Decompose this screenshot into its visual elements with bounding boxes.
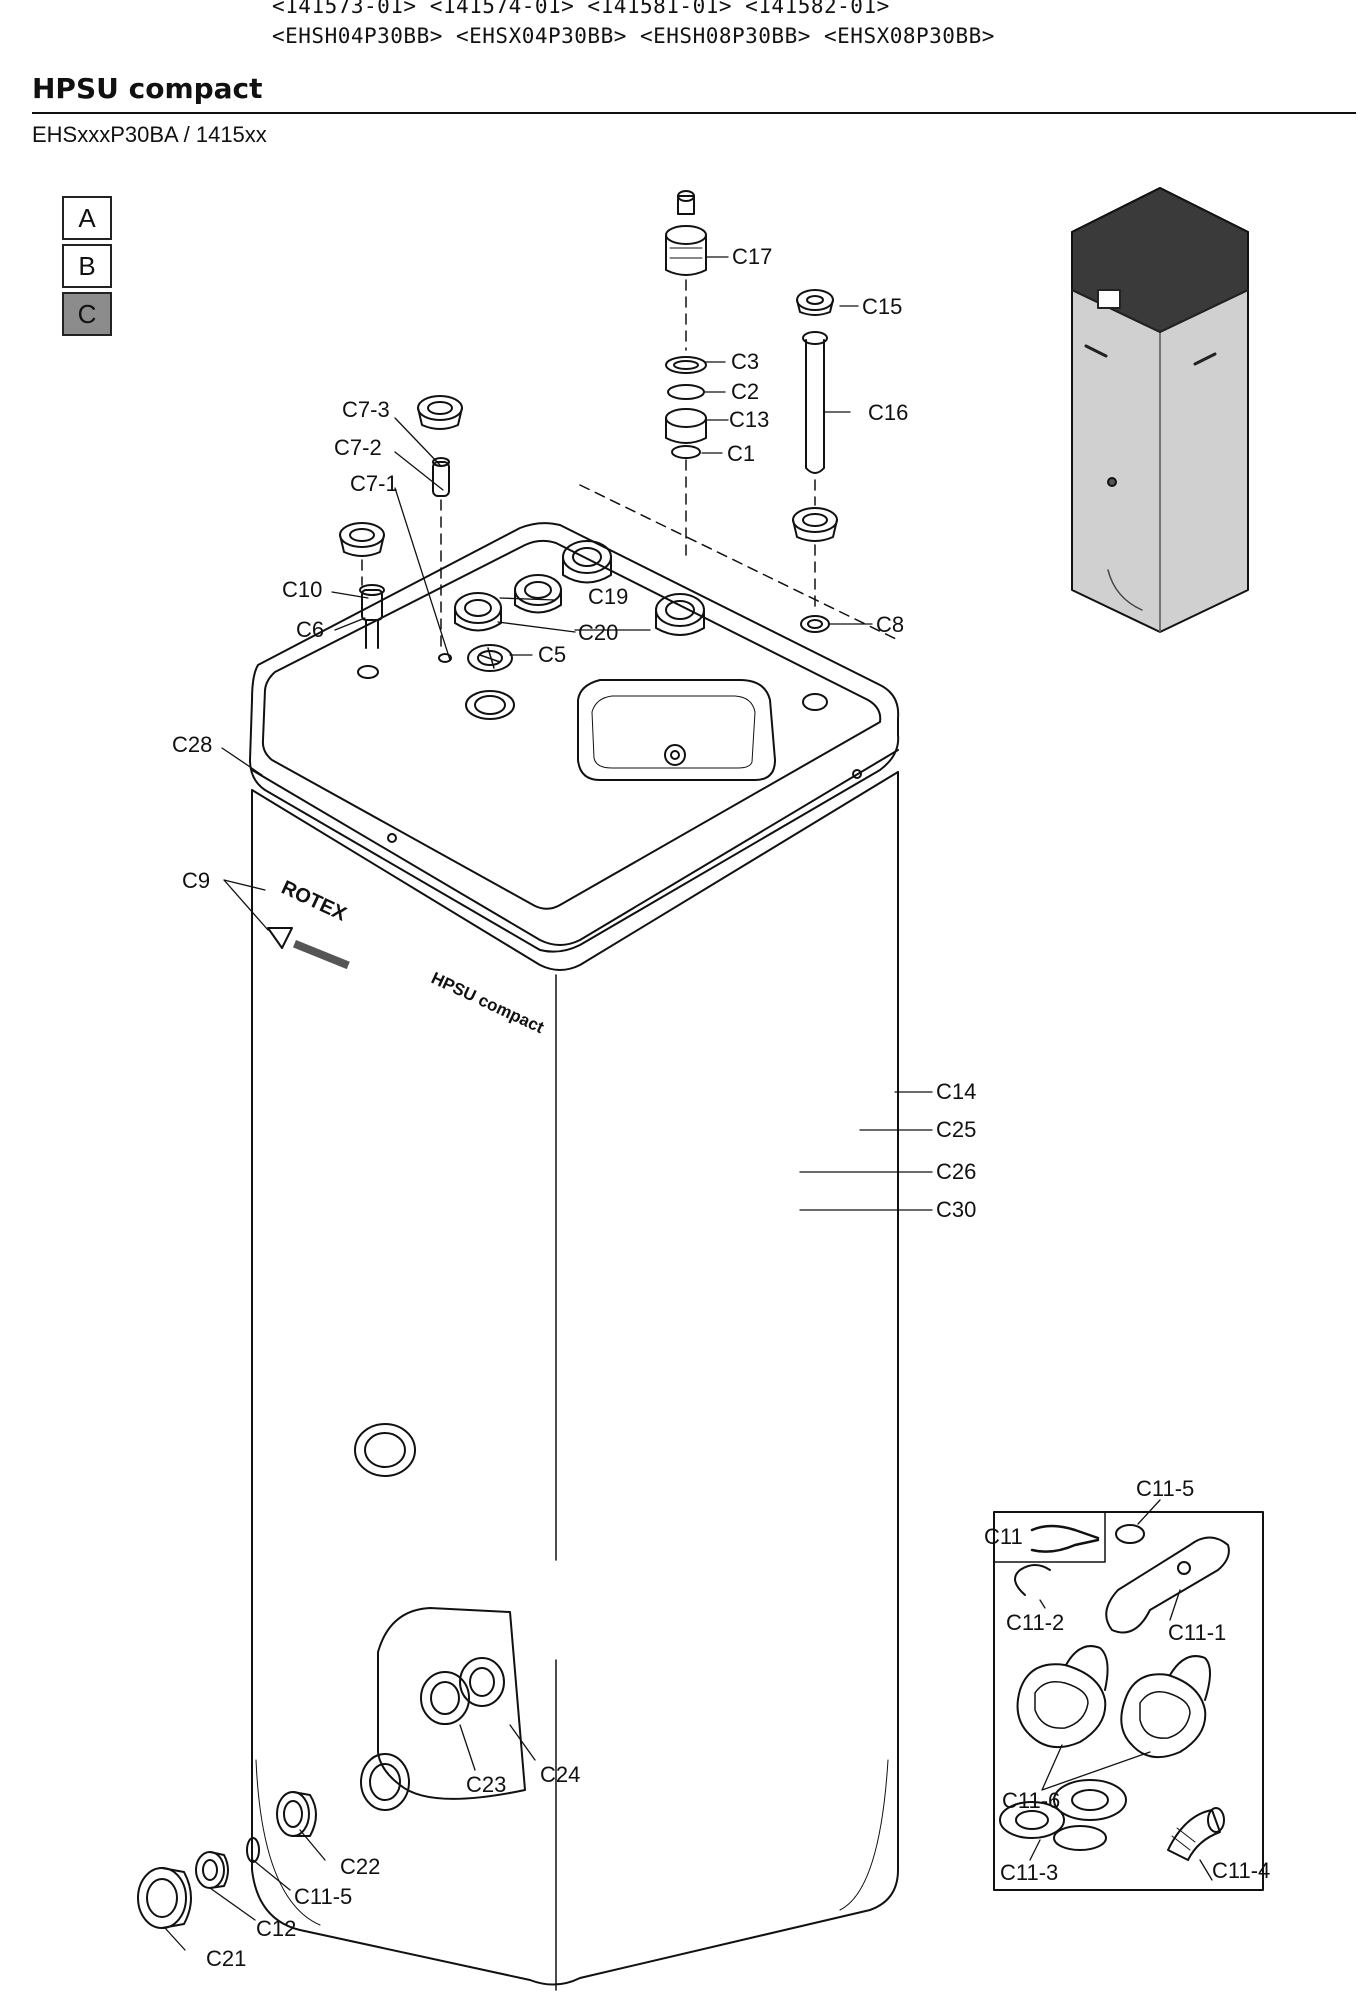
label-kit-c11-2: C11-2: [1006, 1610, 1064, 1635]
label-c30: C30: [936, 1197, 976, 1222]
bottom-fittings: [137, 1791, 317, 1929]
label-c7-2: C7-2: [334, 435, 382, 460]
label-kit-c11-1: C11-1: [1168, 1620, 1226, 1645]
label-c25: C25: [936, 1117, 976, 1142]
label-kit-c11: C11: [984, 1524, 1023, 1549]
callout-labels: C17 C15 C3 C2 C13 C16 C1 C7-3 C7-2 C7-1 …: [172, 244, 1270, 1971]
label-c7-1: C7-1: [350, 471, 398, 496]
label-c16: C16: [868, 400, 908, 425]
label-c15: C15: [862, 294, 902, 319]
label-c28: C28: [172, 732, 212, 757]
label-kit-c11-5: C11-5: [1136, 1476, 1194, 1501]
title-rule: [32, 112, 1356, 114]
label-c23: C23: [466, 1772, 506, 1797]
variant-b: B: [62, 244, 112, 288]
model-names: <EHSH04P30BB> <EHSX04P30BB> <EHSH08P30BB…: [272, 24, 995, 48]
label-c10: C10: [282, 577, 322, 602]
top-fittings: [339, 190, 899, 720]
label-c14: C14: [936, 1079, 976, 1104]
label-c17: C17: [732, 244, 772, 269]
label-c3: C3: [731, 349, 759, 374]
label-c1: C1: [727, 441, 755, 466]
label-c13: C13: [729, 407, 769, 432]
label-kit-c11-4: C11-4: [1212, 1858, 1270, 1883]
label-c9: C9: [182, 868, 210, 893]
product-thumbnail: [1071, 187, 1249, 633]
model-codes: <141573-01> <141574-01> <141581-01> <141…: [272, 0, 890, 18]
label-c24: C24: [540, 1762, 580, 1787]
label-c19: C19: [588, 584, 628, 609]
label-c26: C26: [936, 1159, 976, 1184]
label-c7-3: C7-3: [342, 397, 390, 422]
label-c22: C22: [340, 1854, 380, 1879]
label-c5: C5: [538, 642, 566, 667]
page-subtitle: EHSxxxP30BA / 1415xx: [32, 122, 267, 147]
label-c12: C12: [256, 1916, 296, 1941]
label-c20: C20: [578, 620, 618, 645]
product-label: HPSU compact: [428, 968, 547, 1037]
page-title: HPSU compact: [32, 72, 263, 105]
variant-c-active: C: [62, 292, 112, 336]
label-c6: C6: [296, 617, 324, 642]
label-kit-c11-3: C11-3: [1000, 1860, 1058, 1885]
label-c21: C21: [206, 1946, 246, 1971]
label-c11-5: C11-5: [294, 1884, 352, 1909]
label-c2: C2: [731, 379, 759, 404]
brand-label: ROTEX: [278, 877, 350, 926]
label-c8: C8: [876, 612, 904, 637]
label-kit-c11-6: C11-6: [1002, 1788, 1060, 1813]
variant-a: A: [62, 196, 112, 240]
leader-lines: [164, 256, 933, 1951]
detail-kit-box: [993, 1499, 1264, 1891]
